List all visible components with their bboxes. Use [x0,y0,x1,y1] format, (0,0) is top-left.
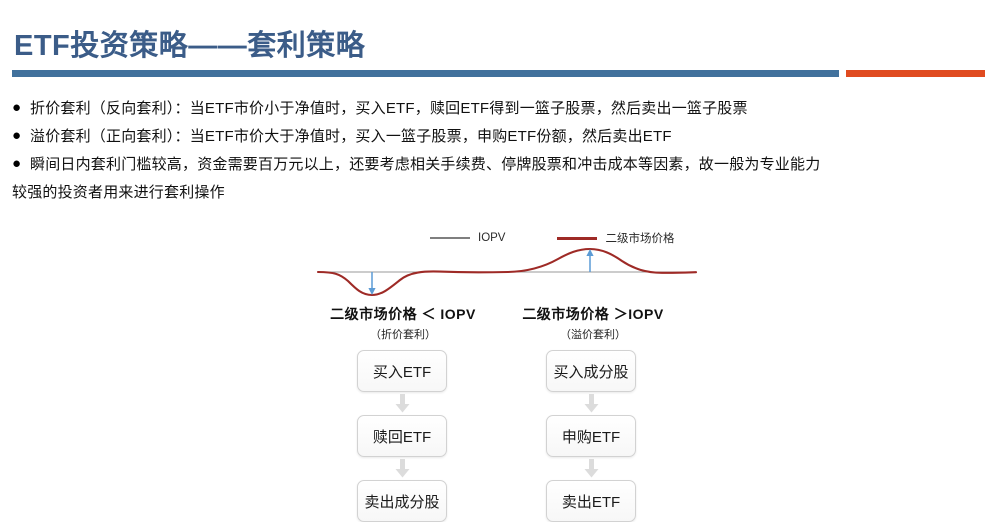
iopv-vs-price-curve [316,247,698,297]
condition-discount: 二级市场价格 ＜ IOPV （折价套利） [303,304,503,342]
condition-subtitle: （溢价套利） [560,329,626,341]
legend-line-icon [430,237,470,239]
bullet-text: 瞬间日内套利门槛较高，资金需要百万元以上，还要考虑相关手续费、停牌股票和冲击成本… [30,156,821,173]
chart-legend: IOPV 二级市场价格 [430,230,674,246]
flow-arrow-down-icon [546,392,636,415]
legend-item-iopv: IOPV [430,232,505,244]
legend-label: 二级市场价格 [605,233,675,245]
flow-step-box[interactable]: 买入成分股 [546,350,636,392]
premium-arrow-icon [586,249,594,272]
flow-step-box[interactable]: 买入ETF [357,350,447,392]
condition-premium: 二级市场价格 ＞IOPV （溢价套利） [493,304,693,342]
condition-title: 二级市场价格 ＞IOPV [522,306,664,322]
bullet-marker-icon: ● [12,155,22,172]
list-item: ● 溢价套利（正向套利）：当ETF市价大于净值时，买入一篮子股票，申购ETF份额… [12,124,972,149]
bullet-text: 溢价套利（正向套利）：当ETF市价大于净值时，买入一篮子股票，申购ETF份额，然… [30,128,672,145]
legend-item-market-price: 二级市场价格 [557,230,674,246]
bullet-list: ● 折价套利（反向套利）：当ETF市价小于净值时，买入ETF，赎回ETF得到一篮… [12,96,972,205]
list-item: ● 瞬间日内套利门槛较高，资金需要百万元以上，还要考虑相关手续费、停牌股票和冲击… [12,152,972,177]
condition-title: 二级市场价格 ＜ IOPV [330,306,476,322]
bullet-text-continuation: 较强的投资者用来进行套利操作 [12,184,225,201]
bullet-marker-icon: ● [12,127,22,144]
bullet-marker-icon: ● [12,99,22,116]
legend-line-icon [557,236,598,240]
page-title: ETF投资策略——套利策略 [14,30,366,62]
flow-column-premium: 买入成分股 申购ETF 卖出ETF [546,350,638,522]
title-underline-blue [12,70,839,77]
flow-arrow-down-icon [357,457,447,480]
flow-step-box[interactable]: 卖出成分股 [357,480,447,522]
flow-step-box[interactable]: 申购ETF [546,415,636,457]
flow-arrow-down-icon [546,457,636,480]
discount-arrow-icon [368,272,376,295]
flow-step-box[interactable]: 卖出ETF [546,480,636,522]
market-price-curve [316,247,698,297]
bullet-text: 折价套利（反向套利）：当ETF市价小于净值时，买入ETF，赎回ETF得到一篮子股… [30,100,748,117]
arbitrage-figure: IOPV 二级市场价格 二级市场价格 ＜ IOPV （折价套利） 二级市场价格 … [0,222,987,522]
legend-label: IOPV [478,232,506,244]
condition-subtitle: （折价套利） [370,329,436,341]
title-underline-orange [846,70,985,77]
flow-step-box[interactable]: 赎回ETF [357,415,447,457]
list-item: ● 折价套利（反向套利）：当ETF市价小于净值时，买入ETF，赎回ETF得到一篮… [12,96,972,121]
flow-arrow-down-icon [357,392,447,415]
flow-column-discount: 买入ETF 赎回ETF 卖出成分股 [357,350,449,522]
